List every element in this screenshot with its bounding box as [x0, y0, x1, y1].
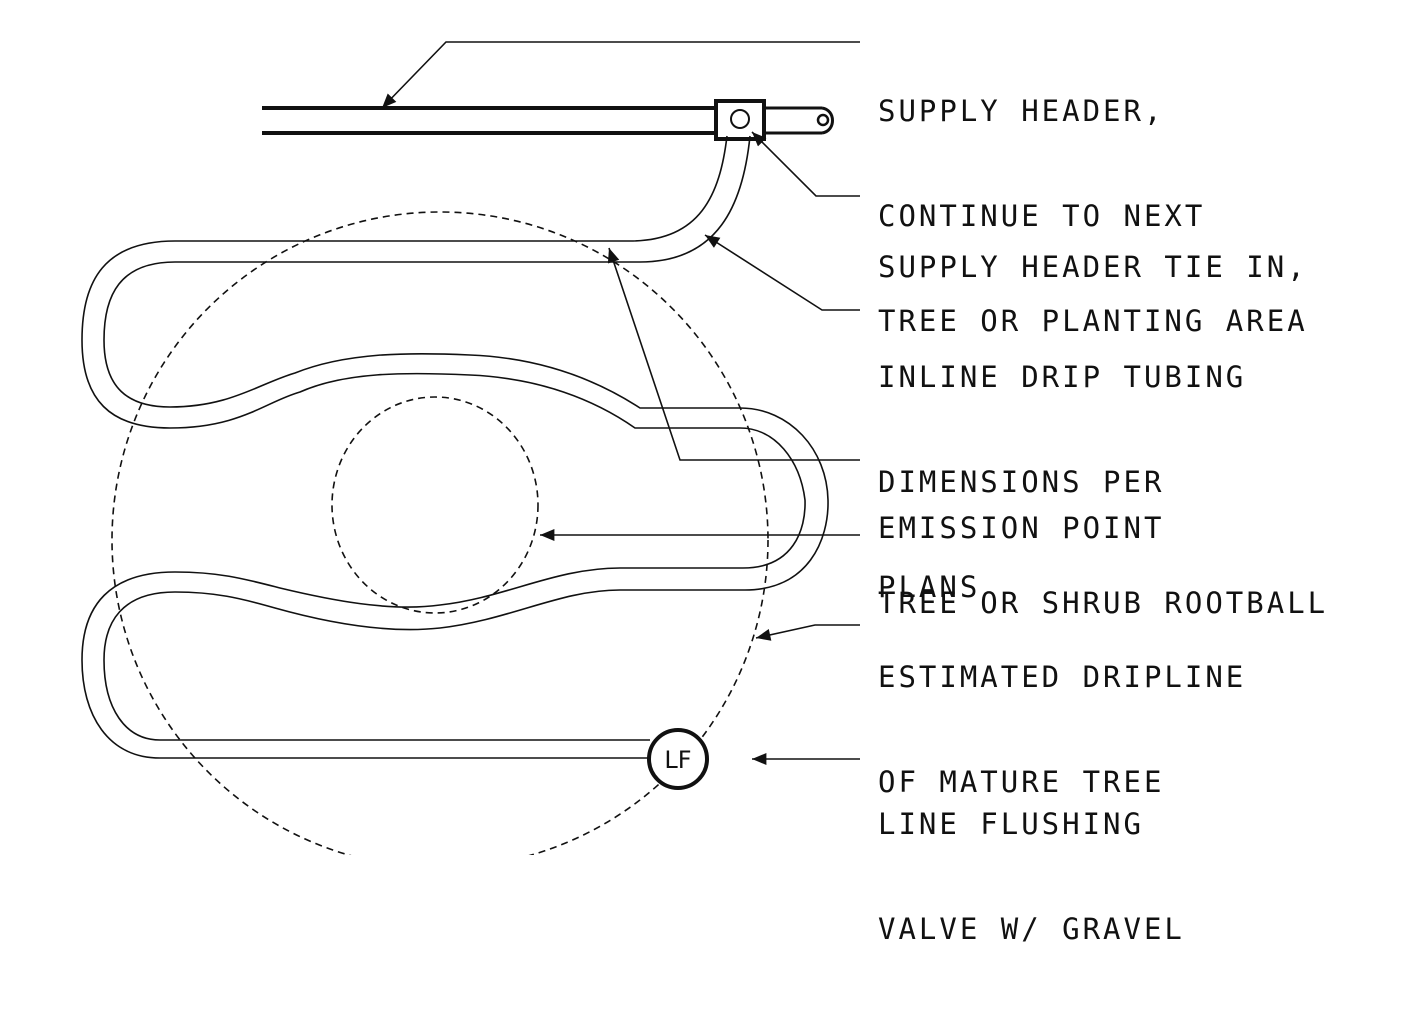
callout-dripline: ESTIMATED DRIPLINE OF MATURE TREE [878, 590, 1246, 870]
callout-line: SUPPLY HEADER TIE IN, [878, 250, 1308, 284]
dripline-circle [111, 211, 769, 855]
drip-irrigation-detail: LF SUPPLY HEADER, CONTINUE TO NEXT TREE … [81, 24, 1328, 946]
callout-inline-drip-tubing: INLINE DRIP TUBING DIMENSIONS PER PLANS [878, 290, 1246, 675]
callout-line: DIMENSIONS PER [878, 465, 1165, 499]
supply-header-pipe [262, 106, 834, 135]
callout-emission-point: EMISSION POINT [878, 441, 1164, 616]
callout-supply-tie-in: SUPPLY HEADER TIE IN, [878, 180, 1308, 355]
callout-line: LINE FLUSHING [878, 807, 1144, 841]
leader-dripline [755, 624, 860, 641]
callout-line: INLINE DRIP TUBING [878, 360, 1247, 394]
leader-lines [381, 41, 860, 765]
callout-line: VALVE W/ GRAVEL [878, 912, 1185, 946]
callout-line: CONTINUE TO NEXT [878, 199, 1206, 233]
leader-supply-header [381, 41, 860, 109]
callout-line-flushing-valve: LINE FLUSHING VALVE W/ GRAVEL [878, 737, 1185, 1017]
inline-drip-tubing [81, 135, 829, 759]
callout-line: PLANS [878, 570, 981, 604]
callout-line: ESTIMATED DRIPLINE [878, 660, 1247, 694]
callout-rootball: TREE OR SHRUB ROOTBALL [878, 516, 1328, 691]
line-flushing-valve [647, 728, 709, 790]
callout-supply-header: SUPPLY HEADER, CONTINUE TO NEXT TREE OR … [878, 24, 1308, 409]
callout-line: SUPPLY HEADER, [878, 94, 1165, 128]
leader-inline-drip [704, 234, 860, 311]
callout-line: OF MATURE TREE [878, 765, 1165, 799]
callout-line: TREE OR SHRUB ROOTBALL [878, 586, 1329, 620]
rootball-circle [331, 396, 539, 614]
detail-drawing: LF [81, 41, 860, 855]
leader-emission-point [607, 247, 860, 461]
callout-line: EMISSION POINT [878, 511, 1165, 545]
valve-label: LF [664, 746, 691, 774]
callout-line: TREE OR PLANTING AREA [878, 304, 1308, 338]
leader-tie-in [751, 131, 860, 197]
supply-header-tie-in [714, 99, 766, 141]
